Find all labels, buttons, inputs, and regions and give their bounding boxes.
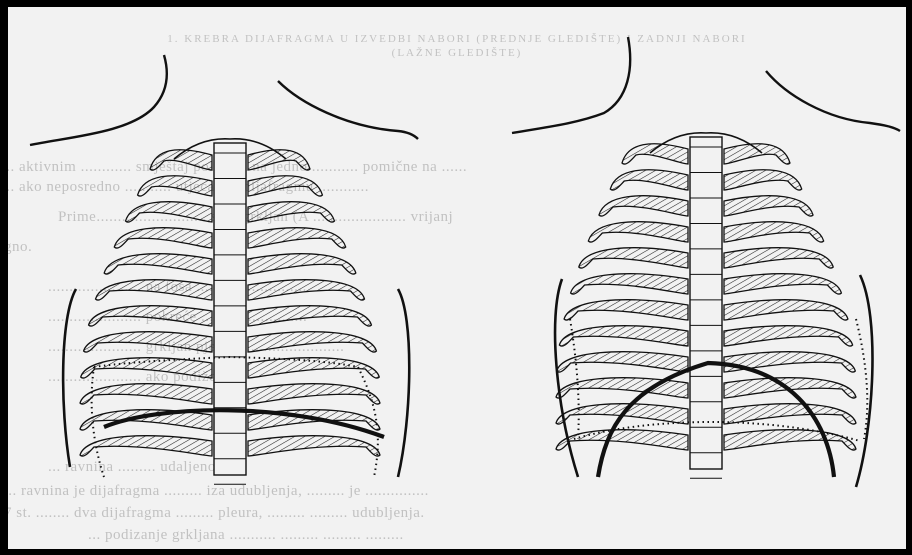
shoulder-outline-right [766,71,900,131]
rib [248,384,380,404]
rib [724,144,790,164]
rib [114,228,212,248]
shoulder-outline-left [30,55,167,145]
body-side-right [856,275,872,487]
rib [95,280,212,300]
rib [599,196,688,216]
rib [248,202,334,222]
rib [80,384,212,404]
rib [138,176,212,196]
rib [89,306,212,326]
rib [724,274,841,294]
figure-expiration [30,55,418,484]
rib [724,404,856,424]
rib [559,326,688,346]
rib [564,300,688,320]
ribcage-illustrations [8,7,906,549]
rib [724,248,833,268]
rib [84,332,212,352]
rib [622,144,688,164]
rib [724,222,824,242]
body-side-left [63,289,76,467]
rib [556,430,688,450]
shoulder-outline-right [278,81,418,139]
rib [248,176,322,196]
rib [81,358,212,378]
rib [248,332,376,352]
rib [724,300,848,320]
figure-inspiration [512,37,900,487]
rib [248,306,371,326]
rib [588,222,688,242]
rib [126,202,212,222]
rib [104,254,212,274]
rib [80,436,212,456]
rib [724,170,802,190]
rib [579,248,688,268]
scanned-page: 1. KREBRA DIJAFRAGMA U IZVEDBI NABORI (P… [8,7,906,549]
rib [248,228,346,248]
sternum [214,143,246,475]
rib [724,326,853,346]
rib [724,196,813,216]
body-side-right [398,289,409,477]
rib [248,280,365,300]
rib [248,436,380,456]
rib [610,170,688,190]
rib [571,274,688,294]
rib [248,254,356,274]
sternum [690,137,722,469]
shoulder-outline-left [512,37,630,133]
rib [724,430,856,450]
